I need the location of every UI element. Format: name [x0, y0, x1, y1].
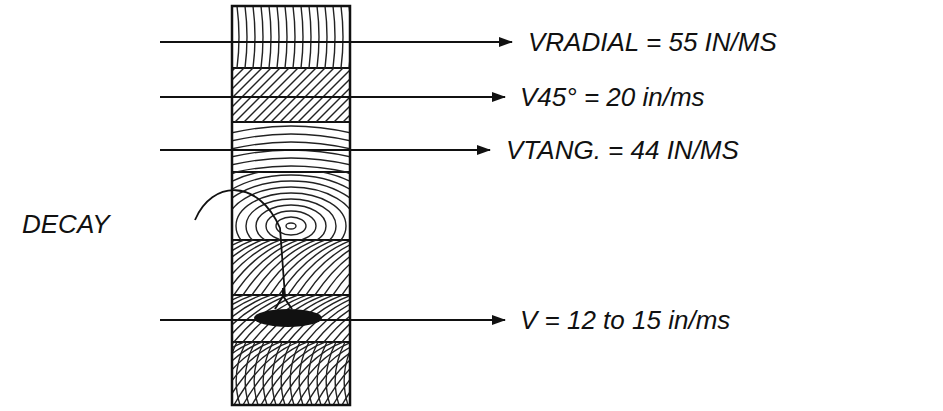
wave-arrow [160, 41, 512, 43]
grain-line [306, 342, 350, 405]
growth-ring [232, 187, 350, 240]
grain-lines [232, 342, 350, 405]
grain-lines [232, 172, 350, 240]
grain-line [245, 6, 247, 68]
grain-line [334, 68, 350, 122]
velocity-label: V45° = 20 in/ms [520, 83, 705, 112]
grain-line [277, 6, 279, 68]
grain-lines [232, 295, 350, 342]
specimen-outline [232, 6, 350, 405]
growth-ring [286, 223, 296, 229]
decay-mark [275, 288, 292, 309]
grain-line [245, 342, 255, 405]
growth-ring [236, 193, 346, 240]
velocity-label: VRADIAL = 55 IN/MS [528, 28, 777, 57]
row-divider [232, 67, 350, 69]
grain-line [263, 342, 273, 405]
grain-line [317, 6, 319, 68]
grain-line [232, 158, 350, 166]
grain-line [297, 240, 350, 295]
grain-lines [237, 6, 350, 68]
grain-line [281, 342, 291, 405]
grain-line [293, 6, 295, 68]
growth-ring [256, 205, 326, 240]
grain-line [333, 6, 335, 68]
grain-line [253, 6, 255, 68]
wave-arrow [160, 96, 505, 98]
leader-line [195, 190, 285, 296]
growth-ring [232, 172, 350, 240]
grain-line [326, 342, 336, 405]
growth-ring [232, 181, 350, 240]
grain-line [232, 68, 280, 122]
grain-line [299, 342, 309, 405]
grain-line [324, 295, 350, 342]
grain-line [317, 342, 327, 405]
wood-grain [162, 6, 439, 405]
grain-lines [232, 240, 350, 295]
grain-line [232, 126, 350, 134]
grain-line [272, 342, 282, 405]
wave-arrow [160, 149, 490, 151]
grain-line [325, 6, 327, 68]
growth-ring [232, 172, 350, 240]
grain-line [325, 68, 350, 122]
row-divider [232, 121, 350, 123]
grain-lines [232, 68, 350, 122]
grain-line [254, 342, 264, 405]
wave-arrow [160, 319, 505, 321]
grain-line [301, 6, 303, 68]
grain-line [232, 134, 350, 142]
row-divider [232, 171, 350, 173]
grain-line [315, 240, 350, 295]
grain-line [236, 342, 246, 405]
grain-line [315, 342, 350, 405]
grain-line [232, 150, 350, 158]
grain-lines [232, 342, 350, 405]
growth-ring [246, 199, 336, 240]
grain-line [261, 6, 263, 68]
velocity-label: V = 12 to 15 in/ms [520, 306, 730, 335]
decay-spot [254, 309, 322, 327]
grain-line [232, 166, 350, 172]
grain-line [308, 342, 318, 405]
grain-line [285, 6, 287, 68]
grain-line [306, 240, 350, 295]
grain-line [324, 342, 350, 405]
grain-line [297, 342, 350, 405]
wave-paths [160, 42, 512, 320]
grain-line [232, 142, 350, 150]
grain-line [309, 6, 311, 68]
grain-line [237, 6, 239, 68]
grain-line [269, 6, 271, 68]
decay-label: DECAY [22, 210, 110, 239]
grain-line [290, 342, 300, 405]
velocity-label: VTANG. = 44 IN/MS [506, 136, 739, 165]
grain-line [324, 240, 350, 295]
growth-ring [232, 175, 350, 240]
grain-line [232, 68, 262, 122]
grain-line [335, 342, 345, 405]
grain-line [341, 6, 343, 68]
grain-line [232, 342, 295, 405]
